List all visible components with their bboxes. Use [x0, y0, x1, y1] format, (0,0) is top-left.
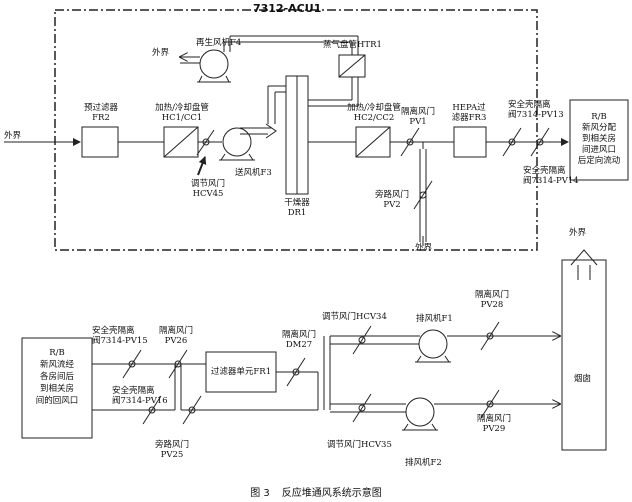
fan-f2 — [405, 397, 435, 427]
fan-f4 — [199, 49, 229, 79]
outside-bottom-label: 外界 — [415, 243, 433, 253]
valve-pv16-label: 安全壳隔离阀7314-PV16 — [112, 386, 168, 406]
fan-f3-label: 送风机F3 — [235, 168, 272, 178]
outside-left-label: 外界 — [4, 131, 22, 141]
damper-hcv35 — [358, 404, 366, 412]
valve-pv15-label: 安全壳隔离阀7314-PV15 — [92, 326, 148, 346]
valve-pv14-label: 安全壳隔离阀7314-PV14 — [523, 166, 579, 186]
damper-hcv35-label: 调节风门HCV35 — [327, 440, 392, 450]
hepa-fr3-box — [453, 126, 487, 158]
damper-pv26 — [174, 360, 182, 368]
rb-supply-box — [569, 99, 629, 181]
acu-title: 7312-ACU1 — [253, 2, 322, 15]
valve-pv13-label: 安全壳隔离阀7314-PV13 — [508, 100, 564, 120]
figure-title: 反应堆通风系统示意图 — [281, 488, 382, 499]
valve-pv13 — [508, 138, 516, 146]
fan-f1-label: 排风机F1 — [416, 314, 453, 324]
damper-hcv34 — [358, 336, 366, 344]
regen-out-label: 外界 — [152, 48, 170, 58]
figure-caption: 图 3 反应堆通风系统示意图 — [0, 484, 632, 499]
hepa-label: HEPA过滤器FR3 — [451, 103, 487, 123]
valve-pv15 — [128, 360, 136, 368]
damper-pv2 — [419, 191, 427, 199]
stack-box — [561, 259, 607, 451]
figure-number: 图 3 — [250, 488, 270, 499]
fan-f1 — [418, 329, 448, 359]
stack-out-label: 外界 — [569, 228, 587, 238]
prefilter-fr2-box — [81, 126, 119, 158]
acu-boundary — [54, 9, 538, 251]
damper-pv29 — [486, 400, 494, 408]
damper-pv1 — [406, 138, 414, 146]
damper-hcv45 — [202, 138, 210, 146]
rb-return-box — [21, 337, 93, 439]
damper-pv25 — [188, 406, 196, 414]
valve-pv16 — [148, 406, 156, 414]
stack-label: 烟囱 — [574, 374, 592, 384]
damper-pv28 — [486, 332, 494, 340]
fan-f3 — [222, 127, 252, 157]
fan-f2-label: 排风机F2 — [405, 458, 442, 468]
steam-coil-label: 蒸气盘管HTR1 — [323, 40, 382, 50]
valve-pv14 — [536, 138, 544, 146]
regen-fan-label: 再生风机F4 — [196, 38, 242, 48]
damper-hcv34-label: 调节风门HCV34 — [322, 312, 387, 322]
damper-dm27 — [292, 368, 300, 376]
filter-fr1-label: 过滤器单元FR1 — [210, 367, 272, 377]
